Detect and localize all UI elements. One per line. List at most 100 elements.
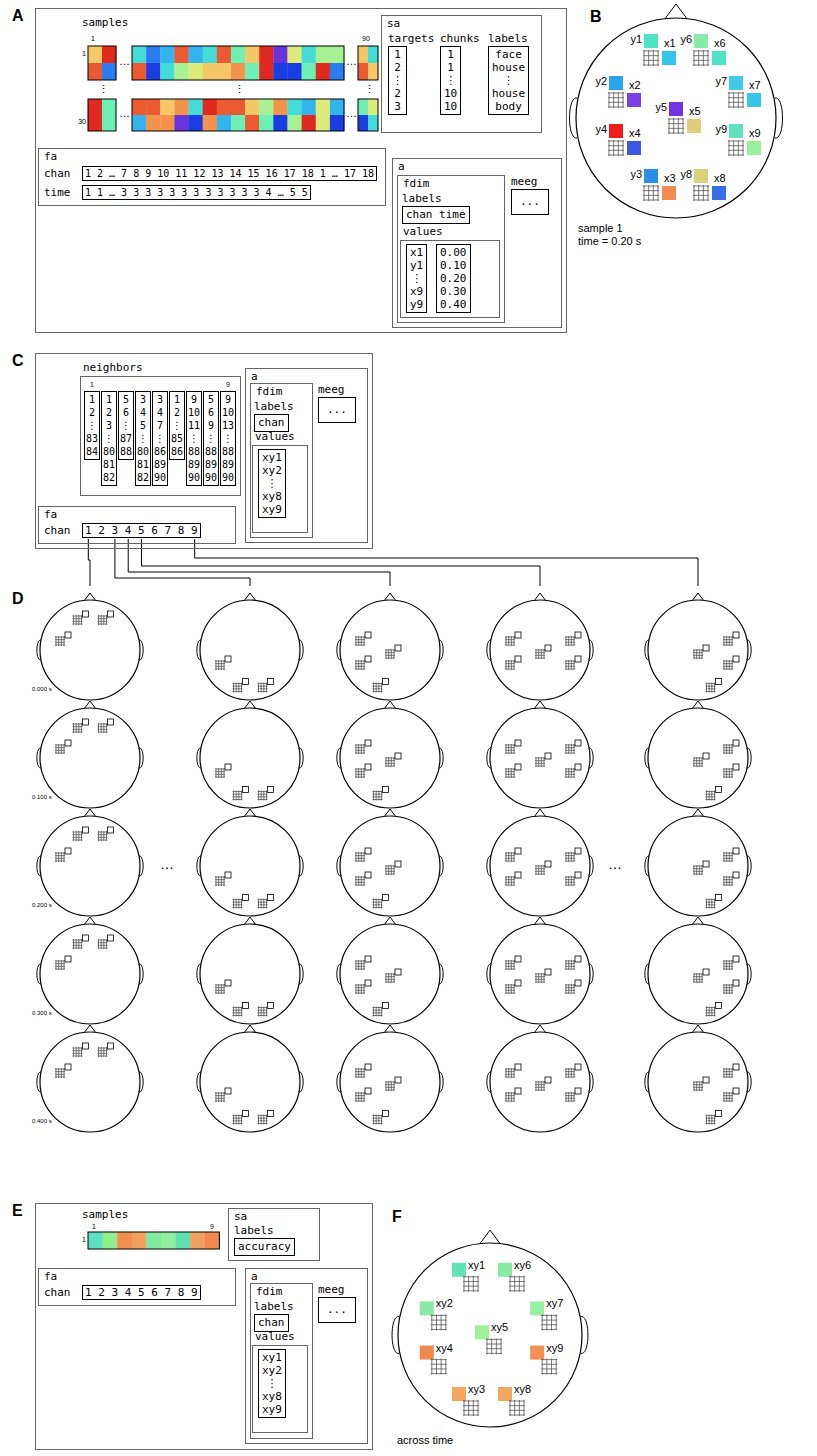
grid-line: [55, 855, 65, 856]
grid-line: [378, 683, 379, 693]
head-outline: [490, 708, 590, 808]
sensor-grid: [693, 1081, 703, 1091]
grid-line: [61, 852, 62, 862]
grid-line: [505, 858, 515, 859]
grid-line: [98, 837, 108, 838]
grid-line: [618, 140, 619, 156]
grid-line: [486, 1339, 502, 1340]
grid-line: [568, 984, 569, 994]
head-outline: [648, 708, 748, 808]
grid-line: [258, 683, 268, 684]
grid-line: [706, 899, 716, 900]
grid-line: [726, 768, 727, 778]
grid-line: [565, 642, 575, 643]
grid-line: [693, 1087, 703, 1088]
grid-line: [238, 899, 239, 909]
sensor-square: [716, 787, 722, 793]
value-square: [475, 1325, 489, 1339]
grid-line: [536, 649, 537, 659]
matrix-cell: [146, 63, 160, 80]
channel-label: y6: [680, 33, 692, 46]
grid-line: [445, 1314, 446, 1330]
sensor-grid: [505, 660, 515, 670]
grid-line: [514, 768, 515, 778]
accuracy-head: [392, 1230, 588, 1427]
grid-line: [738, 92, 739, 108]
grid-line: [571, 768, 572, 778]
grid-line: [574, 1068, 575, 1078]
grid-line: [565, 750, 575, 751]
grid-line: [233, 1123, 243, 1124]
grid-line: [571, 984, 572, 994]
grid-line: [566, 984, 567, 994]
grid-line: [609, 92, 610, 108]
grid-line: [61, 744, 62, 754]
field-name: fa: [44, 508, 57, 522]
sensor-square: [83, 1043, 89, 1049]
grid-line: [514, 984, 515, 994]
grid-line: [98, 832, 108, 833]
grid-line: [565, 858, 575, 859]
grid-line: [78, 723, 79, 733]
channel-label: y4: [595, 123, 607, 136]
grid-line: [356, 876, 357, 886]
grid-line: [106, 1047, 107, 1057]
grid-line: [431, 1368, 447, 1369]
sensor-square: [733, 980, 739, 986]
field-column: 9 10 13 ⋮ 88 89 90: [220, 391, 236, 486]
grid-line: [693, 200, 709, 201]
matrix-cell: [132, 115, 146, 131]
grid-line: [506, 744, 507, 754]
field-values: 1 2 3 ⋮ 80 81 82: [101, 391, 117, 486]
grid-line: [238, 1007, 239, 1017]
sensor-grid: [55, 744, 65, 754]
grid-line: [511, 744, 512, 754]
grid-line: [732, 660, 733, 670]
field-column: 1 2 ⋮ 85 86: [169, 391, 185, 460]
field-row: time1 1 … 3 3 3 3 3 3 3 3 3 3 3 3 4 … 5 …: [44, 185, 311, 200]
matrix-cell: [358, 99, 368, 115]
grid-line: [706, 1007, 707, 1017]
grid-line: [724, 876, 725, 886]
grid-line: [258, 1010, 268, 1011]
grid-line: [565, 1093, 575, 1094]
grid-line: [236, 1007, 237, 1017]
grid-line: [361, 852, 362, 862]
grid-line: [98, 939, 99, 949]
matrix-cell: [316, 46, 330, 63]
caption-note: sample 1 time = 0.20 s: [578, 222, 644, 247]
matrix-cell: [176, 1232, 191, 1249]
index-number: 1: [82, 1236, 86, 1244]
matrix-cell: [205, 1232, 220, 1249]
grid-line: [723, 777, 733, 778]
leader-line: [115, 539, 250, 586]
head-outline: [490, 1032, 590, 1132]
grid-line: [519, 1400, 520, 1416]
grid-line: [505, 639, 515, 640]
grid-line: [708, 185, 709, 201]
mini-head: [197, 809, 303, 916]
grid-line: [565, 853, 575, 854]
grid-line: [355, 885, 365, 886]
sensor-square: [703, 645, 709, 651]
panel-letter: F: [392, 1208, 402, 1226]
grid-line: [511, 1068, 512, 1078]
sensor-grid: [723, 876, 733, 886]
grid-line: [541, 1324, 557, 1325]
sensor-grid: [355, 744, 365, 754]
grid-line: [506, 852, 507, 862]
grid-line: [98, 1048, 108, 1049]
head-outline: [40, 924, 140, 1024]
field-values: 3 4 5 ⋮ 80 81 82: [135, 391, 151, 486]
sensor-grid: [706, 1007, 716, 1017]
struct-box: afdimlabelschan timevaluesx1 y1 ⋮ x9 y90…: [392, 158, 562, 328]
grid-line: [101, 939, 102, 949]
field-values: chan: [254, 414, 289, 432]
sensor-square: [383, 1003, 389, 1009]
value-square: [662, 186, 676, 200]
grid-line: [381, 1007, 382, 1017]
grid-line: [729, 1068, 730, 1078]
grid-line: [55, 858, 65, 859]
time-label: 0.300 s: [32, 1010, 52, 1017]
field-values: xy1 xy2 ⋮ xy8 xy9: [258, 1349, 286, 1418]
